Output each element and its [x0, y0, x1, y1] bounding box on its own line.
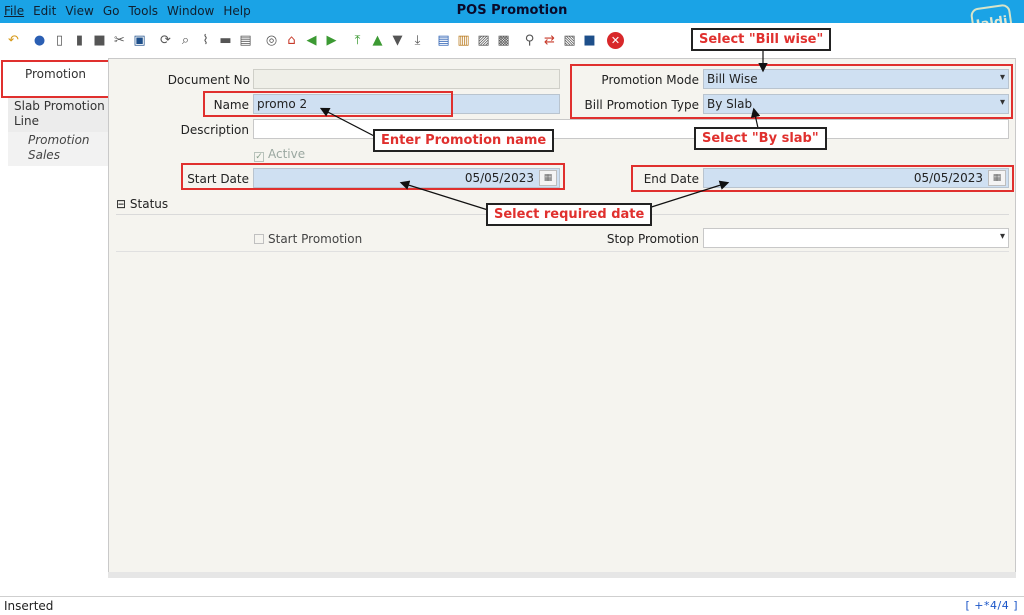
end-date-calendar-icon[interactable]: ▦	[988, 170, 1006, 186]
collapse-icon[interactable]: ⊟	[116, 197, 127, 211]
callout-required-date: Select required date	[486, 203, 653, 226]
save-icon[interactable]: ▣	[133, 32, 146, 48]
status-bar: Inserted [ +*4/4 ]	[0, 596, 1024, 615]
tab-promotion[interactable]: Promotion	[1, 60, 110, 98]
active-label: Active	[268, 147, 306, 161]
first-record-icon[interactable]: ⤒	[354, 32, 361, 48]
callout-by-slab: Select "By slab"	[694, 127, 827, 150]
tab-slab-promotion-line[interactable]: Slab Promotion Line	[8, 98, 110, 132]
detail-icon[interactable]: ▼	[392, 32, 403, 48]
parent-icon[interactable]: ▲	[372, 32, 383, 48]
exit-icon[interactable]: ✕	[607, 31, 624, 49]
start-date-highlight-box	[181, 163, 565, 190]
start-promotion-box-icon	[254, 234, 264, 244]
menu-icon[interactable]: ◎	[265, 32, 278, 48]
document-no-field[interactable]	[253, 69, 560, 89]
section-divider	[116, 251, 1009, 252]
callout-bill-wise: Select "Bill wise"	[691, 28, 832, 51]
menu-view[interactable]: View	[65, 4, 94, 18]
workflow-icon[interactable]: ⇄	[544, 32, 555, 48]
callout-promotion-name: Enter Promotion name	[373, 129, 555, 152]
chat-icon[interactable]: ▬	[219, 32, 232, 48]
promotion-mode-select[interactable]: Bill Wise	[703, 69, 1009, 89]
last-record-icon[interactable]: ⤓	[414, 32, 421, 48]
status-section-title: Status	[129, 197, 169, 211]
menu-edit[interactable]: Edit	[33, 4, 57, 18]
bill-promotion-type-select[interactable]: By Slab	[703, 94, 1009, 114]
active-checkbox[interactable]: ✓ Active	[254, 147, 305, 162]
find-icon[interactable]: ⌕	[181, 32, 190, 48]
menu-go[interactable]: Go	[102, 4, 120, 18]
archive-icon[interactable]: ▥	[457, 32, 470, 48]
name-highlight-box	[203, 91, 453, 117]
attachment-icon[interactable]: ⌇	[202, 32, 209, 48]
refresh-icon[interactable]: ⟳	[160, 32, 171, 48]
menu-tools[interactable]: Tools	[128, 4, 159, 18]
history-icon[interactable]: ▤	[239, 32, 252, 48]
status-text: Inserted	[4, 599, 54, 613]
panel-scroll-edge	[108, 572, 1016, 578]
delete-selection-icon[interactable]: ✂	[114, 32, 125, 48]
copy-icon[interactable]: ▮	[75, 32, 84, 48]
delete-icon[interactable]: ■	[93, 32, 106, 48]
end-date-highlight-box	[631, 165, 1014, 192]
start-date-label: Start Date	[187, 172, 249, 186]
print-icon[interactable]: ▩	[497, 32, 510, 48]
window-title: POS Promotion	[456, 3, 568, 18]
active-check-icon: ✓	[254, 152, 264, 162]
print-preview-icon[interactable]: ▨	[477, 32, 490, 48]
name-label: Name	[213, 98, 249, 112]
menu-help[interactable]: Help	[223, 4, 251, 18]
start-promotion-checkbox[interactable]: Start Promotion	[254, 232, 362, 246]
description-field[interactable]	[253, 119, 1009, 139]
home-icon[interactable]: ⌂	[287, 32, 296, 48]
description-label: Description	[180, 123, 249, 137]
zoom-across-icon[interactable]: ⚲	[524, 32, 535, 48]
form-panel	[108, 58, 1016, 578]
undo-icon[interactable]: ↶	[8, 32, 19, 48]
menu-bar: File Edit View Go Tools Window Help	[4, 4, 251, 18]
report-icon[interactable]: ▤	[437, 32, 450, 48]
promotion-mode-label: Promotion Mode	[601, 73, 699, 87]
document-no-label: Document No	[167, 73, 250, 87]
product-info-icon[interactable]: ▧	[563, 32, 576, 48]
next-icon[interactable]: ▶	[326, 32, 337, 48]
close-window-icon[interactable]: ■	[583, 32, 596, 48]
toolbar: ↶ ● ▯ ▮ ■ ✂ ▣ ⟳ ⌕ ⌇ ▬ ▤ ◎ ⌂ ◀ ▶ ⤒ ▲ ▼ ⤓ …	[0, 23, 1024, 57]
bill-promotion-type-label: Bill Promotion Type	[584, 98, 699, 112]
stop-promotion-label: Stop Promotion	[606, 232, 699, 246]
start-date-calendar-icon[interactable]: ▦	[539, 170, 557, 186]
title-bar: File Edit View Go Tools Window Help POS …	[0, 0, 1024, 23]
stop-promotion-select[interactable]	[703, 228, 1009, 248]
previous-icon[interactable]: ◀	[306, 32, 317, 48]
menu-file[interactable]: File	[4, 4, 25, 18]
menu-window[interactable]: Window	[167, 4, 215, 18]
record-navigator[interactable]: [ +*4/4 ]	[965, 599, 1018, 612]
tab-promotion-sales[interactable]: Promotion Sales	[8, 132, 110, 166]
promotion-mode-highlight-box	[570, 64, 1013, 119]
start-promotion-label: Start Promotion	[268, 232, 363, 246]
new-icon[interactable]: ▯	[55, 32, 64, 48]
help-icon[interactable]: ●	[33, 32, 46, 48]
end-date-field[interactable]: 05/05/2023	[703, 168, 1009, 188]
